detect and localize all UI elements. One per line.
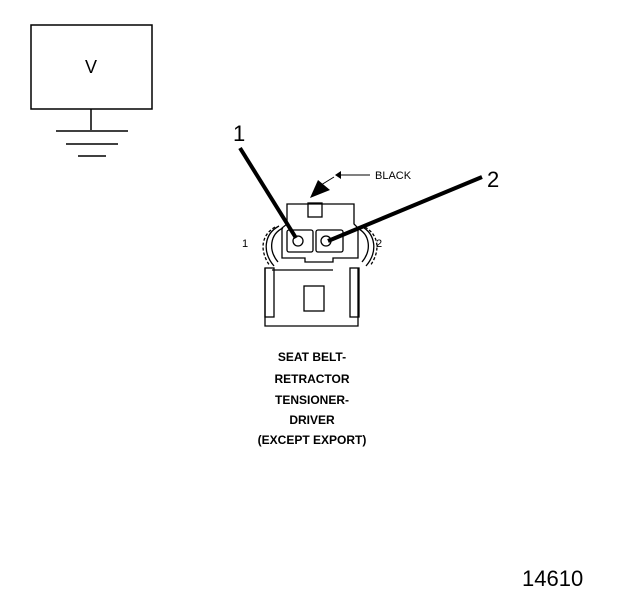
caption-line-4: DRIVER — [289, 413, 335, 427]
terminal-cavity-1 — [286, 229, 314, 253]
connector — [262, 202, 378, 327]
black-wire-indicator: BLACK — [310, 170, 412, 198]
latch — [307, 202, 323, 218]
terminal-pin-2 — [320, 235, 332, 247]
probe-line-1 — [238, 146, 298, 240]
connector-body — [264, 268, 359, 327]
body-window — [303, 285, 325, 312]
terminal-cavity-2 — [315, 229, 344, 253]
caption-line-5: (EXCEPT EXPORT) — [258, 433, 367, 447]
callout-2-label: 2 — [487, 167, 499, 192]
black-wire-label: BLACK — [375, 170, 412, 182]
figure-number: 14610 — [522, 566, 583, 591]
caption-line-1: SEAT BELT- — [278, 350, 346, 364]
connector-shroud — [281, 203, 359, 263]
voltmeter: V — [30, 24, 153, 130]
terminal-label-2: 2 — [376, 238, 382, 250]
probe-line-2 — [327, 175, 483, 243]
caption-line-3: TENSIONER- — [275, 393, 349, 407]
body-rib-left — [264, 267, 275, 318]
voltmeter-label: V — [85, 57, 97, 77]
caption-line-2: RETRACTOR — [274, 372, 349, 386]
ground-symbol — [56, 130, 128, 157]
terminal-label-1: 1 — [242, 238, 248, 250]
component-caption: SEAT BELT- RETRACTOR TENSIONER- DRIVER (… — [258, 350, 367, 447]
callout-1-label: 1 — [233, 121, 245, 146]
terminal-pin-1 — [292, 235, 304, 247]
body-rib-right — [349, 267, 360, 318]
